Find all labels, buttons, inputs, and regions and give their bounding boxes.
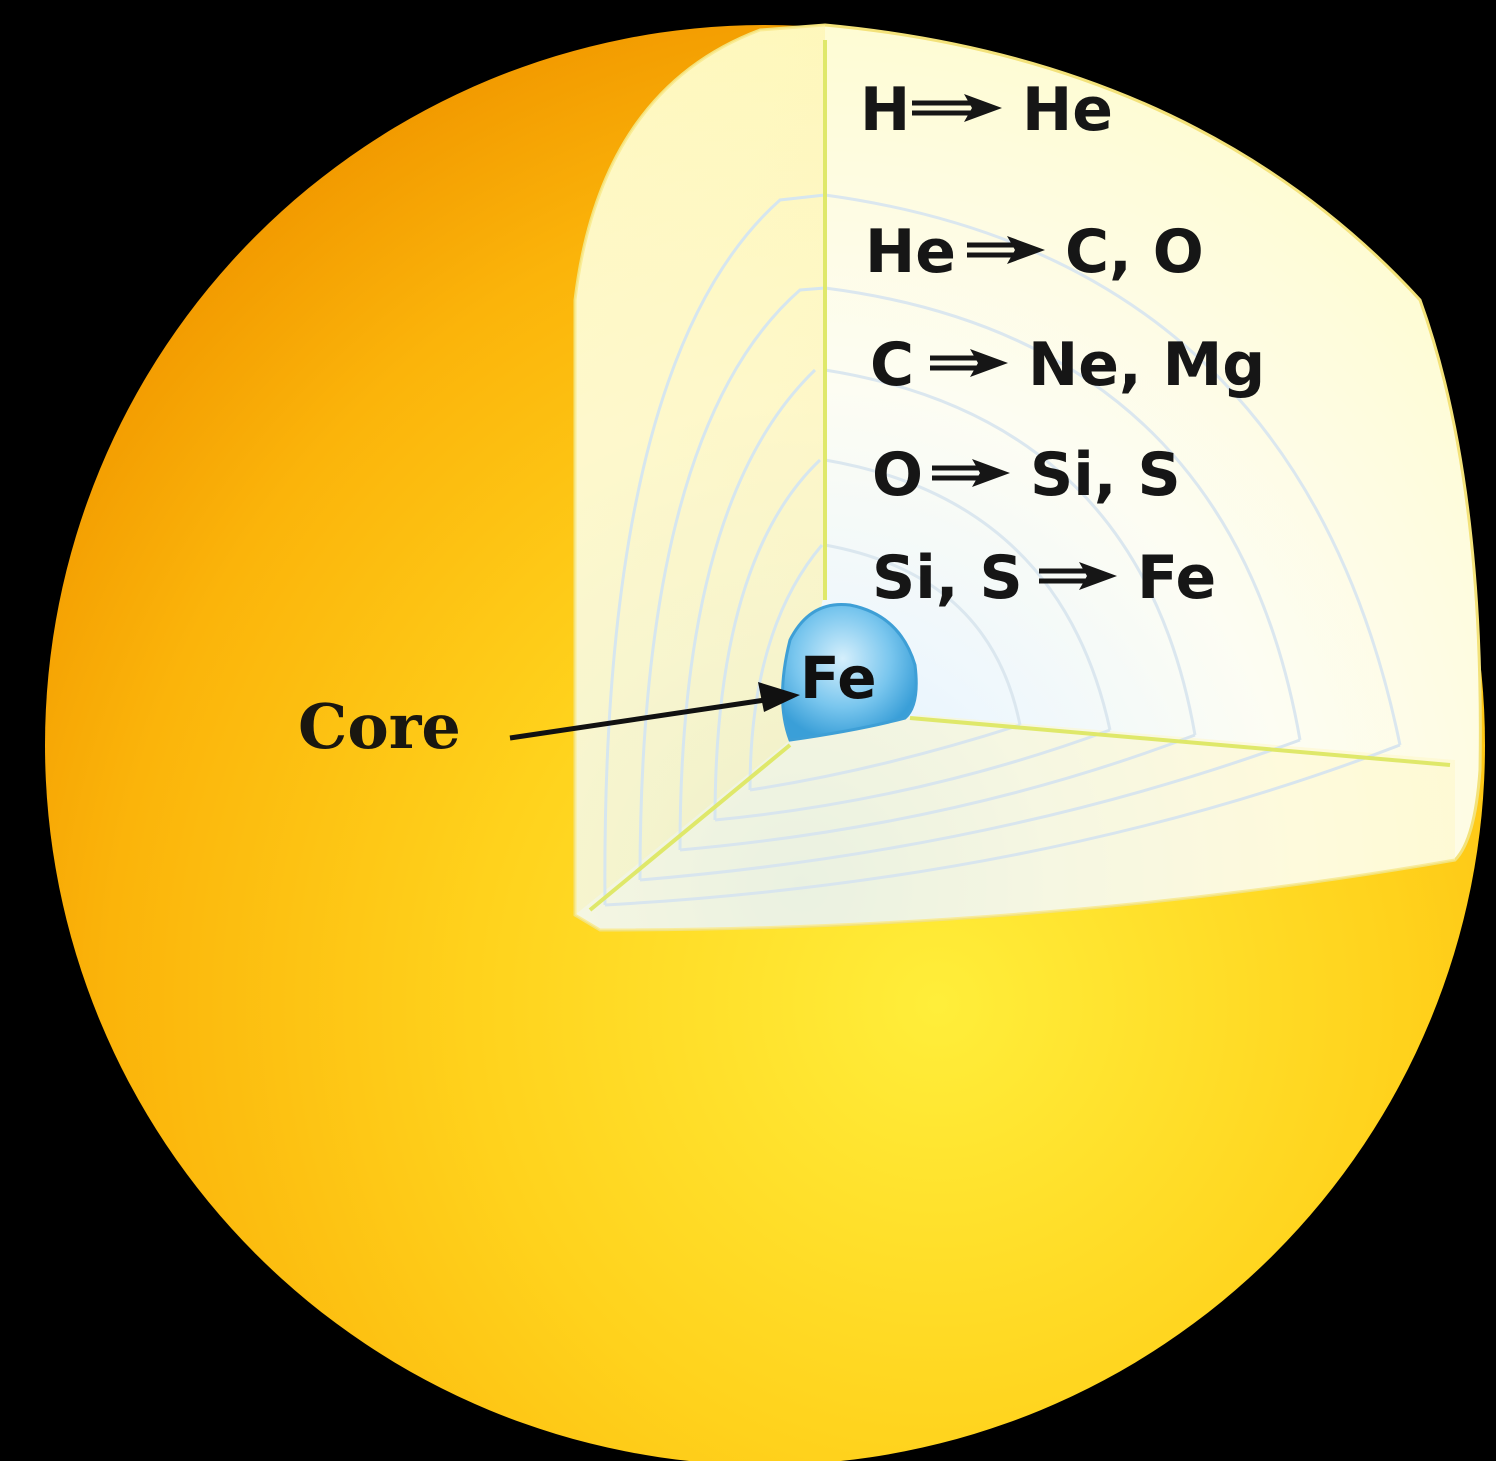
frame-mask-right [1420, 0, 1496, 1461]
core-pointer-arrow [509, 682, 800, 741]
core-element-label: Fe [800, 644, 877, 712]
reaction-to: Fe [1137, 543, 1216, 613]
reaction-row: O Si, S [872, 440, 1181, 510]
reaction-from: H [860, 75, 910, 145]
double-arrow-icon [930, 349, 1008, 377]
reaction-to: Ne, Mg [1028, 330, 1265, 400]
reaction-to: He [1022, 75, 1113, 145]
iron-core [781, 602, 918, 742]
reaction-from: He [865, 217, 956, 287]
reaction-row: Si, S Fe [872, 543, 1216, 613]
reaction-from: O [872, 440, 923, 510]
reaction-to: Si, S [1030, 440, 1181, 510]
shell-arcs-floor [604, 723, 1401, 907]
reaction-from: Si, S [872, 543, 1023, 613]
reaction-row: He C, O [865, 217, 1204, 287]
reaction-from: C [870, 330, 914, 400]
double-arrow-icon [912, 94, 1002, 122]
reaction-to: C, O [1065, 217, 1204, 287]
double-arrow-icon [1039, 562, 1117, 590]
double-arrow-icon [967, 236, 1045, 264]
double-arrow-icon [932, 459, 1010, 487]
reaction-row: C Ne, Mg [870, 330, 1265, 400]
reaction-row: H He [860, 75, 1113, 145]
shell-arcs-wall [603, 193, 826, 906]
shell-arcs-back [824, 193, 1402, 746]
cut-edges [588, 40, 1451, 912]
core-label: Core [298, 690, 461, 763]
